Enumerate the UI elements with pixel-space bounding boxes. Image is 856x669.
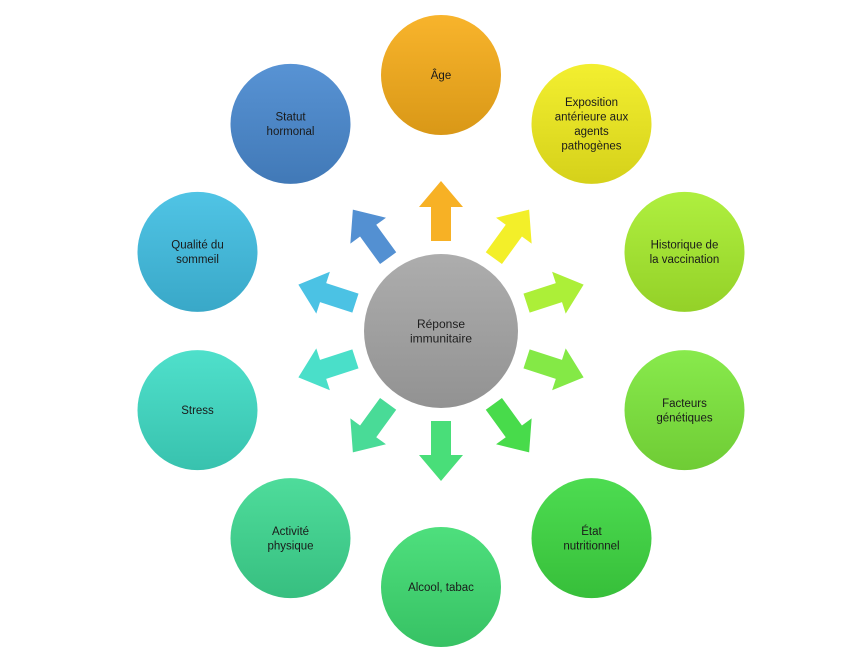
factor-circle xyxy=(137,191,258,312)
factor-label: Âge xyxy=(431,69,451,82)
center-label: immunitaire xyxy=(410,331,472,345)
factor-node-hormonal: Statut hormonal xyxy=(230,63,351,184)
arrow-exposition xyxy=(485,209,532,265)
factor-circle xyxy=(230,478,351,599)
factor-node-age: Âge xyxy=(381,15,501,135)
factor-circle xyxy=(381,15,501,135)
factor-label: hormonal xyxy=(267,126,315,138)
factor-node-exposition: Exposition antérieure aux agents pathogènes xyxy=(531,63,652,184)
factor-node-sommeil: Qualité du sommeil xyxy=(137,191,258,312)
arrow-activite xyxy=(350,397,397,453)
factor-label: physique xyxy=(268,540,314,552)
arrow-age xyxy=(419,181,463,241)
factor-label: Alcool, tabac xyxy=(408,582,474,594)
factor-circle xyxy=(624,350,745,471)
arrow-nutrition xyxy=(485,397,532,453)
arrow-hormonal xyxy=(350,209,397,265)
factor-circle xyxy=(624,191,745,312)
factor-label: la vaccination xyxy=(650,254,720,266)
arrow-stress xyxy=(298,348,359,391)
factor-label: Qualité du xyxy=(171,240,223,252)
center-label: Réponse xyxy=(417,317,465,331)
factor-label: nutritionnel xyxy=(563,540,619,552)
factor-label: Statut xyxy=(275,112,306,124)
factor-label: État xyxy=(581,525,602,538)
factor-node-activite: Activité physique xyxy=(230,478,351,599)
factor-circle xyxy=(230,63,351,184)
factor-node-alcool: Alcool, tabac xyxy=(381,527,501,647)
factor-label: Exposition xyxy=(565,97,618,109)
center-circle xyxy=(364,254,518,408)
factor-label: Activité xyxy=(272,526,309,538)
factor-label: Stress xyxy=(181,405,214,417)
factor-label: pathogènes xyxy=(561,141,621,153)
factor-circle xyxy=(531,478,652,599)
arrow-vaccination xyxy=(523,271,584,314)
factor-node-genetique: Facteurs génétiques xyxy=(624,350,745,471)
arrow-genetique xyxy=(523,348,584,391)
arrow-sommeil xyxy=(298,271,359,314)
factor-label: antérieure aux xyxy=(555,112,629,124)
factor-label: Facteurs xyxy=(662,398,707,410)
factor-node-nutrition: État nutritionnel xyxy=(531,478,652,599)
factor-label: sommeil xyxy=(176,254,219,266)
factor-node-vaccination: Historique de la vaccination xyxy=(624,191,745,312)
factor-label: Historique de xyxy=(651,240,719,252)
arrow-alcool xyxy=(419,421,463,481)
arrows-layer xyxy=(298,181,584,481)
factor-node-stress: Stress xyxy=(137,350,258,471)
factor-circle xyxy=(381,527,501,647)
factor-label: agents xyxy=(574,126,609,138)
factor-label: génétiques xyxy=(656,412,713,424)
factor-circle xyxy=(137,350,258,471)
factor-circle xyxy=(531,63,652,184)
